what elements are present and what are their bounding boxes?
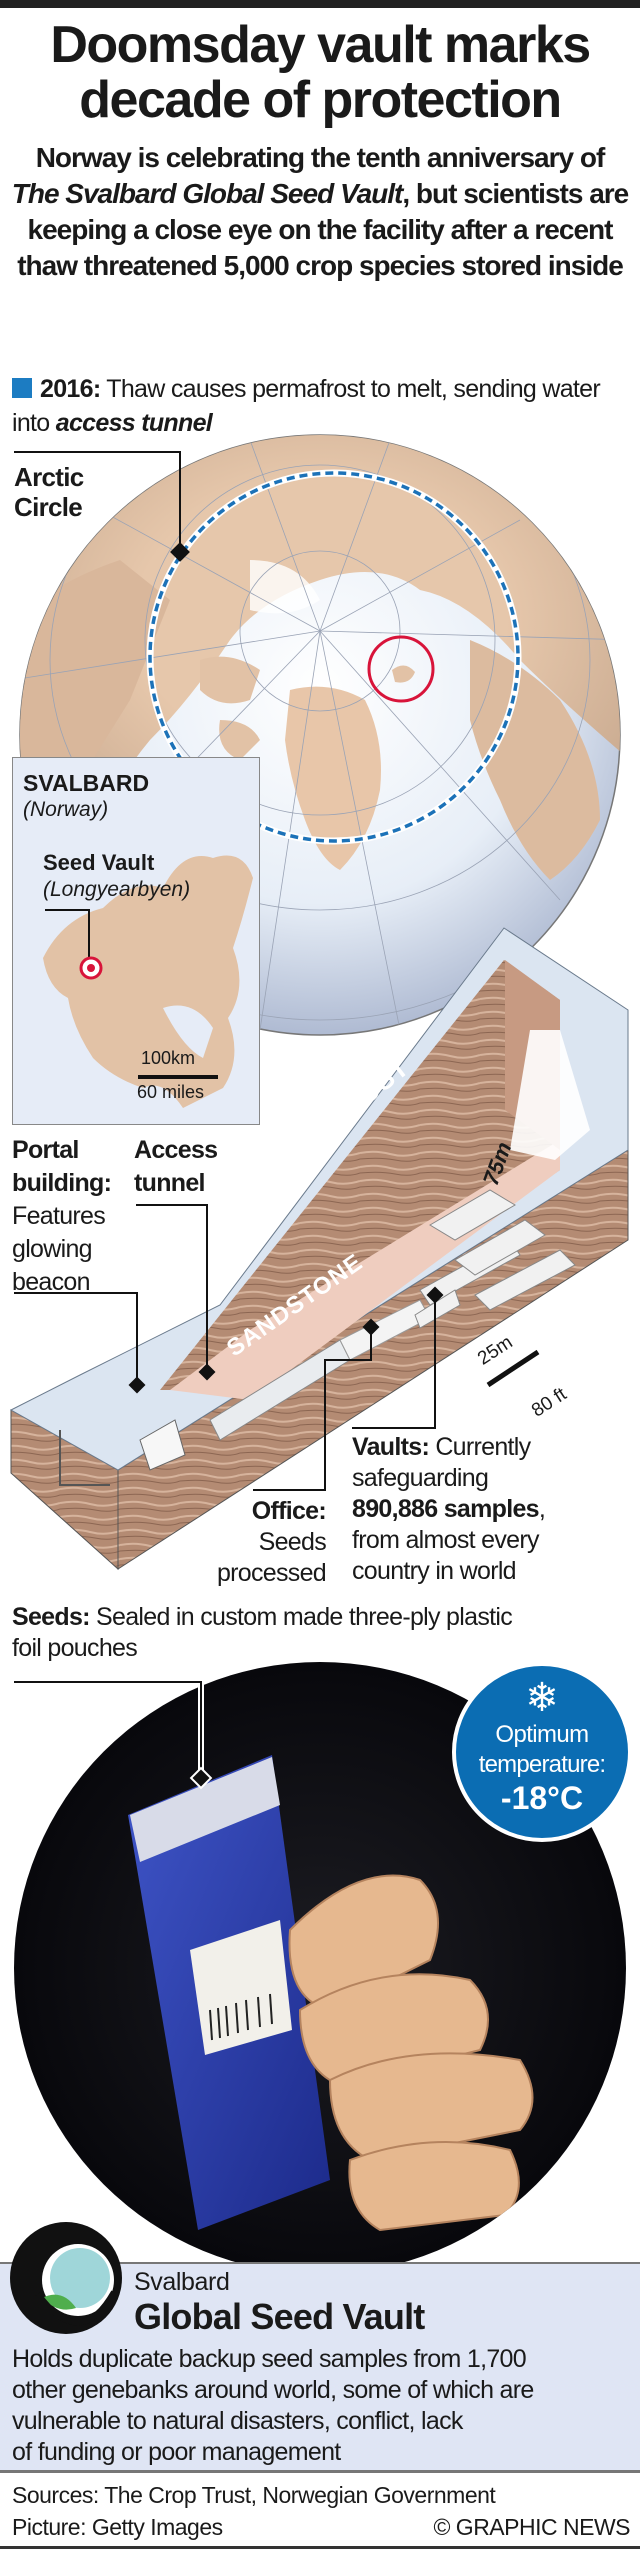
hand [288, 1874, 534, 2232]
logo-svalbard-text: Svalbard [134, 2268, 230, 2296]
seeds-label: Seeds: Sealed in custom made three-ply p… [12, 1602, 632, 1664]
subtitle-text: Norway is celebrating the tenth annivers… [35, 142, 606, 173]
portal-desc-1: Features [12, 1202, 106, 1230]
portal-building [139, 1419, 186, 1471]
seed-pouch-photo [14, 1662, 626, 2274]
info-description: Holds duplicate backup seed samples from… [12, 2344, 632, 2468]
bottom-rule [0, 2546, 640, 2549]
vault-cutaway-diagram [9, 927, 629, 1571]
access-tunnel-label: Access tunnel [134, 1134, 218, 1200]
temp-value: -18°C [500, 1780, 584, 1816]
seeds-title: Seeds: [12, 1603, 90, 1631]
note-year: 2016: [40, 375, 101, 403]
vaults-leader-line [352, 1295, 436, 1429]
snowflake-icon: ❄ [525, 1676, 559, 1720]
portal-leader-line [14, 1292, 138, 1385]
headline-line-2: decade of protection [79, 71, 562, 129]
top-rule [0, 0, 640, 8]
arctic-label-line-2: Circle [14, 492, 83, 522]
scale-km: 100km [141, 1048, 196, 1068]
headline: Doomsday vault marks decade of protectio… [0, 18, 640, 128]
graticule [20, 435, 620, 1031]
seed-vault-logo [10, 2222, 122, 2334]
barcode-icon [209, 1993, 273, 2041]
scale-bar-25m [486, 1349, 540, 1388]
pouch-barcode-label [190, 1920, 292, 2055]
office-block [414, 1289, 461, 1329]
vault-chambers [414, 1189, 576, 1329]
info-line: of funding or poor management [12, 2438, 341, 2466]
arctic-label-line-1: Arctic [14, 462, 84, 492]
logo-global-seed-vault-text: Global Seed Vault [134, 2296, 425, 2337]
access-line-2: tunnel [134, 1169, 206, 1197]
pouch-label-top [130, 1757, 280, 1862]
sandstone-floor [170, 1140, 560, 1400]
subtitle: Norway is celebrating the tenth annivers… [10, 140, 630, 284]
subtitle-text-2: , but scientists are keeping a close eye… [17, 178, 629, 281]
permafrost-wall [160, 960, 560, 1390]
arctic-circle-dashed [148, 471, 520, 843]
seeds-leader-line [14, 1681, 202, 1778]
inset-place: Seed Vault [43, 850, 155, 875]
office-desc-2: processed [216, 1559, 327, 1587]
scale-miles: 60 miles [137, 1082, 205, 1102]
optimum-temperature-badge: ❄ Optimum temperature: -18°C [452, 1662, 632, 1842]
portal-title-2: building: [12, 1169, 112, 1197]
vaults-desc-1: Currently [429, 1433, 531, 1461]
inset-town: (Longyearbyen) [43, 878, 191, 901]
seeds-diamond-icon [189, 1766, 213, 1790]
office-title: Office: [251, 1497, 327, 1525]
access-line-1: Access [134, 1136, 218, 1164]
temp-label-2: temperature: [478, 1751, 606, 1778]
vaults-count: 890,886 samples [352, 1495, 540, 1523]
thaw-note: 2016: Thaw causes permafrost to melt, se… [12, 372, 632, 440]
portal-desc-2: glowing [12, 1235, 93, 1263]
office-leader-line [253, 1327, 372, 1491]
office-label: Office: Seeds processed [180, 1496, 327, 1589]
vaults-desc-5: country in world [352, 1557, 517, 1585]
note-text: Thaw causes permafrost to melt, sending … [12, 375, 601, 437]
vaults-comma: , [538, 1495, 546, 1523]
portal-building-label: Portal building: Features glowing beacon [12, 1134, 112, 1299]
road-outline [59, 1430, 110, 1486]
vaults-desc-2: safeguarding [352, 1464, 489, 1492]
land-masses [20, 435, 620, 900]
arctic-leader-line [14, 451, 181, 552]
graphic-news-credit: © GRAPHIC NEWS [433, 2514, 630, 2540]
depth-arrow-icon [510, 1030, 590, 1160]
svalbard-inset-map: SVALBARD (Norway) Seed Vault (Longyearby… [12, 757, 260, 1125]
portal-title-1: Portal [12, 1136, 79, 1164]
info-line: vulnerable to natural disasters, conflic… [12, 2407, 463, 2435]
office-desc-1: Seeds [258, 1528, 327, 1556]
greenland [285, 686, 381, 870]
info-line: other genebanks around world, some of wh… [12, 2376, 534, 2404]
bullet-square-icon [12, 378, 32, 398]
inset-country: (Norway) [23, 798, 109, 821]
seeds-text-2: foil pouches [12, 1634, 138, 1662]
portal-desc-3: beacon [12, 1268, 91, 1296]
vaults-title: Vaults: [352, 1433, 430, 1461]
sources-credit: Sources: The Crop Trust, Norwegian Gover… [12, 2482, 496, 2508]
picture-credit: Picture: Getty Images [12, 2514, 223, 2540]
headline-line-1: Doomsday vault marks [50, 16, 591, 74]
vault-location-marker [45, 909, 218, 1079]
subtitle-vault-name: The Svalbard Global Seed Vault [11, 178, 404, 209]
svalbard-highlight-circle [367, 635, 435, 703]
temp-label-1: Optimum [495, 1721, 589, 1748]
info-line: Holds duplicate backup seed samples from… [12, 2345, 527, 2373]
access-leader-line [136, 1204, 208, 1372]
seed-vault-info-box: Holds duplicate backup seed samples from… [0, 2262, 640, 2473]
svalbard-land-icon [43, 855, 253, 1108]
vaults-desc-4: from almost every [352, 1526, 539, 1554]
arctic-circle-label: Arctic Circle [14, 462, 84, 522]
vaults-label: Vaults: Currently safeguarding 890,886 s… [352, 1432, 637, 1587]
seeds-text-1: Sealed in custom made three-ply plastic [89, 1603, 513, 1631]
inset-title: SVALBARD [23, 770, 150, 796]
note-italic: access tunnel [55, 409, 213, 437]
